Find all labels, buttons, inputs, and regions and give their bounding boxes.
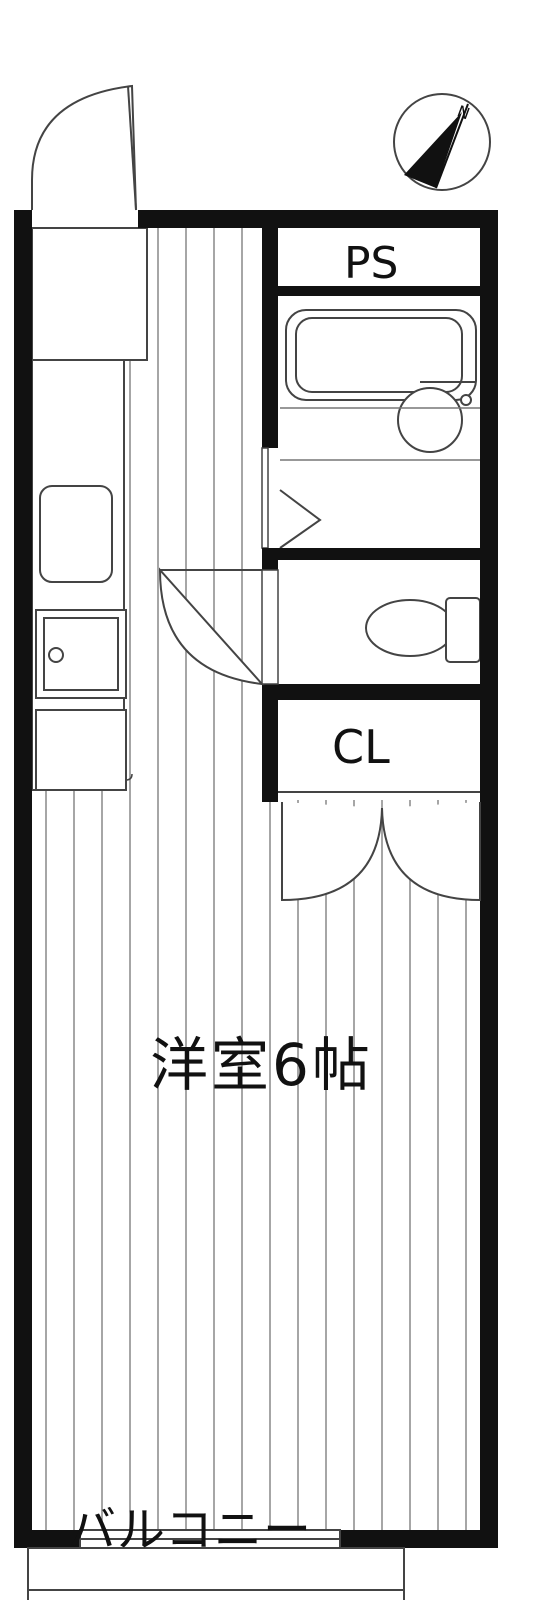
compass-icon: N xyxy=(393,93,491,191)
kitchen-counter xyxy=(31,227,148,791)
toilet-door-swing xyxy=(158,567,265,686)
entrance-door xyxy=(31,84,137,211)
stove-burner-icon xyxy=(48,647,64,663)
closet-label: CL xyxy=(332,720,390,774)
bathtub-icon xyxy=(285,309,477,401)
balcony-label: バルコニー xyxy=(68,1502,313,1558)
balcony-window xyxy=(79,1529,341,1549)
washbasin-icon xyxy=(397,381,476,453)
walls xyxy=(14,210,498,1548)
room-label: 洋室6帖 xyxy=(150,1031,373,1099)
pipe-space-label: PS xyxy=(344,238,399,289)
bath-door-swing xyxy=(279,489,322,549)
fridge-space xyxy=(35,709,127,791)
closet-doors xyxy=(278,791,481,902)
sink-icon xyxy=(39,485,113,583)
floor-boards xyxy=(45,228,467,1530)
toilet-icon xyxy=(365,597,481,663)
